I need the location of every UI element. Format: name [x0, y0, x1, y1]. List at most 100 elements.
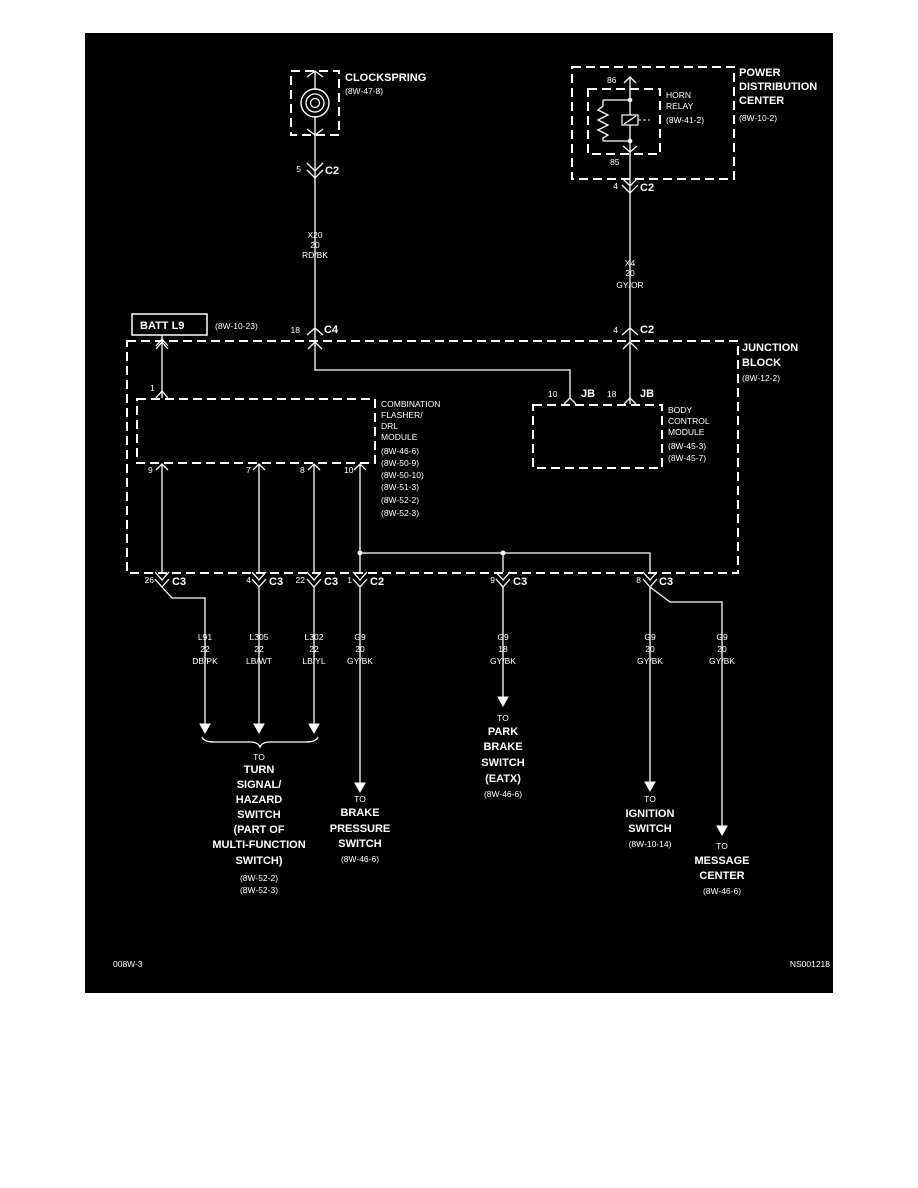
jb-c4-pin: 18 — [291, 325, 301, 335]
wire-labels: L91 22 DB/PK L305 22 LB/WT L302 22 LB/YL… — [192, 632, 735, 666]
down-arrow-icon — [199, 723, 211, 735]
bcm-ref: (8W-45-3) — [668, 441, 706, 451]
flasher-ref: (8W-51-3) — [381, 482, 419, 492]
wire-gauge: 22 — [200, 644, 210, 654]
down-arrow-icon — [253, 723, 265, 735]
flasher-ref: (8W-50-9) — [381, 458, 419, 468]
dest-message-center: TO MESSAGE CENTER (8W-46-6) — [694, 841, 749, 896]
connector-arrow-icon — [306, 327, 324, 336]
pdc-name-line1: POWER — [739, 67, 781, 79]
dest-line: BRAKE — [483, 741, 522, 753]
dest-line: (PART OF — [233, 824, 284, 836]
dest-ref: (8W-46-6) — [341, 854, 379, 864]
flasher-pin: 10 — [344, 465, 354, 475]
flasher-name-line1: COMBINATION — [381, 399, 440, 409]
bottom-conn: C3 — [513, 576, 527, 588]
wire-code: G9 — [497, 632, 509, 642]
dest-line: HAZARD — [236, 794, 282, 806]
clockspring-ref: (8W-47-8) — [345, 86, 383, 96]
horn-relay-pin-bottom: 85 — [610, 157, 620, 167]
flasher-pin: 7 — [246, 465, 251, 475]
batt-ref: (8W-10-23) — [215, 321, 258, 331]
dest-line: SWITCH — [481, 757, 524, 769]
dest-to: TO — [644, 794, 656, 804]
wire-gauge: 20 — [355, 644, 365, 654]
dest-to: TO — [253, 752, 265, 762]
footer-right-code: NS001218 — [790, 959, 830, 969]
connector-arrow-icon — [621, 327, 639, 336]
power-distribution-center: POWER DISTRIBUTION CENTER (8W-10-2) 86 8… — [571, 66, 817, 180]
wire-x20-color: RD/BK — [302, 250, 328, 260]
dest-line: IGNITION — [626, 808, 675, 820]
flasher-name-line3: DRL — [381, 421, 398, 431]
wire-code: G9 — [644, 632, 656, 642]
wire-l91 — [161, 586, 206, 731]
bcm-conn-a: JB — [581, 388, 595, 400]
wire-internal-bcm — [314, 343, 571, 398]
wire-code: L91 — [198, 632, 212, 642]
wire-x20-gauge: 20 — [310, 240, 320, 250]
wire-x4-gauge: 20 — [625, 268, 635, 278]
wire-color: GY/BK — [637, 656, 663, 666]
group-brace — [201, 736, 319, 749]
flasher-module-box — [136, 398, 376, 464]
clockspring-name: CLOCKSPRING — [345, 72, 426, 84]
flasher-ref: (8W-52-3) — [381, 508, 419, 518]
dest-ref: (8W-46-6) — [703, 886, 741, 896]
dest-ref: (8W-52-3) — [240, 885, 278, 895]
horn-relay-ref: (8W-41-2) — [666, 115, 704, 125]
wire-color: LB/WT — [246, 656, 272, 666]
relay-coil-icon — [596, 100, 610, 141]
wire-code: L305 — [250, 632, 269, 642]
bottom-conn: C3 — [269, 576, 283, 588]
diagram-background — [85, 33, 833, 993]
dest-to: TO — [497, 713, 509, 723]
dest-line: SWITCH — [628, 823, 671, 835]
wire-gauge: 18 — [498, 644, 508, 654]
bcm-box — [532, 404, 663, 469]
wire-color: GY/BK — [347, 656, 373, 666]
pdc-dashed-box — [571, 66, 735, 180]
wire-x4-code: X4 — [625, 258, 636, 268]
dest-ignition-switch: TO IGNITION SWITCH (8W-10-14) — [626, 794, 675, 849]
feed-arrow-icon — [155, 338, 169, 347]
dest-line: SWITCH — [338, 838, 381, 850]
bcm-name-line2: CONTROL — [668, 416, 710, 426]
footer-left-code: 008W-3 — [113, 959, 143, 969]
bottom-pin: 1 — [347, 575, 352, 585]
bottom-pin: 9 — [490, 575, 495, 585]
dest-line: SWITCH) — [235, 855, 282, 867]
junction-block-name-line2: BLOCK — [742, 357, 781, 369]
dest-turn-signal: TO TURN SIGNAL/ HAZARD SWITCH (PART OF M… — [212, 752, 305, 895]
dest-to: TO — [354, 794, 366, 804]
pdc-name-line3: CENTER — [739, 95, 784, 107]
bottom-pin: 4 — [246, 575, 251, 585]
wire-color: DB/PK — [192, 656, 218, 666]
jb-c4-connector: C4 — [324, 324, 339, 336]
down-arrow-icon — [308, 723, 320, 735]
flasher-ref: (8W-46-6) — [381, 446, 419, 456]
junction-block-name-line1: JUNCTION — [742, 342, 798, 354]
junction-block-box — [126, 340, 739, 574]
jb-c2-connector: C2 — [640, 324, 654, 336]
bottom-pin: 8 — [636, 575, 641, 585]
wire-splice-bus — [360, 552, 651, 572]
bcm-name-line1: BODY — [668, 405, 692, 415]
dest-line: CENTER — [699, 870, 744, 882]
flasher-pin: 9 — [148, 465, 153, 475]
wire-gauge: 20 — [717, 644, 727, 654]
dest-park-brake: TO PARK BRAKE SWITCH (EATX) (8W-46-6) — [481, 713, 524, 799]
dest-line: MULTI-FUNCTION — [212, 839, 305, 851]
connector-arrow-icon — [621, 184, 639, 194]
pdc-ref: (8W-10-2) — [739, 113, 777, 123]
wire-code: L302 — [305, 632, 324, 642]
dest-ref: (8W-46-6) — [484, 789, 522, 799]
splice-dot — [500, 550, 506, 556]
dest-line: PARK — [488, 726, 518, 738]
pdc-connector: C2 — [640, 182, 654, 194]
dest-line: SWITCH — [237, 809, 280, 821]
bottom-conn: C2 — [370, 576, 384, 588]
flasher-ref: (8W-52-2) — [381, 495, 419, 505]
bcm-pin-a: 10 — [548, 389, 558, 399]
